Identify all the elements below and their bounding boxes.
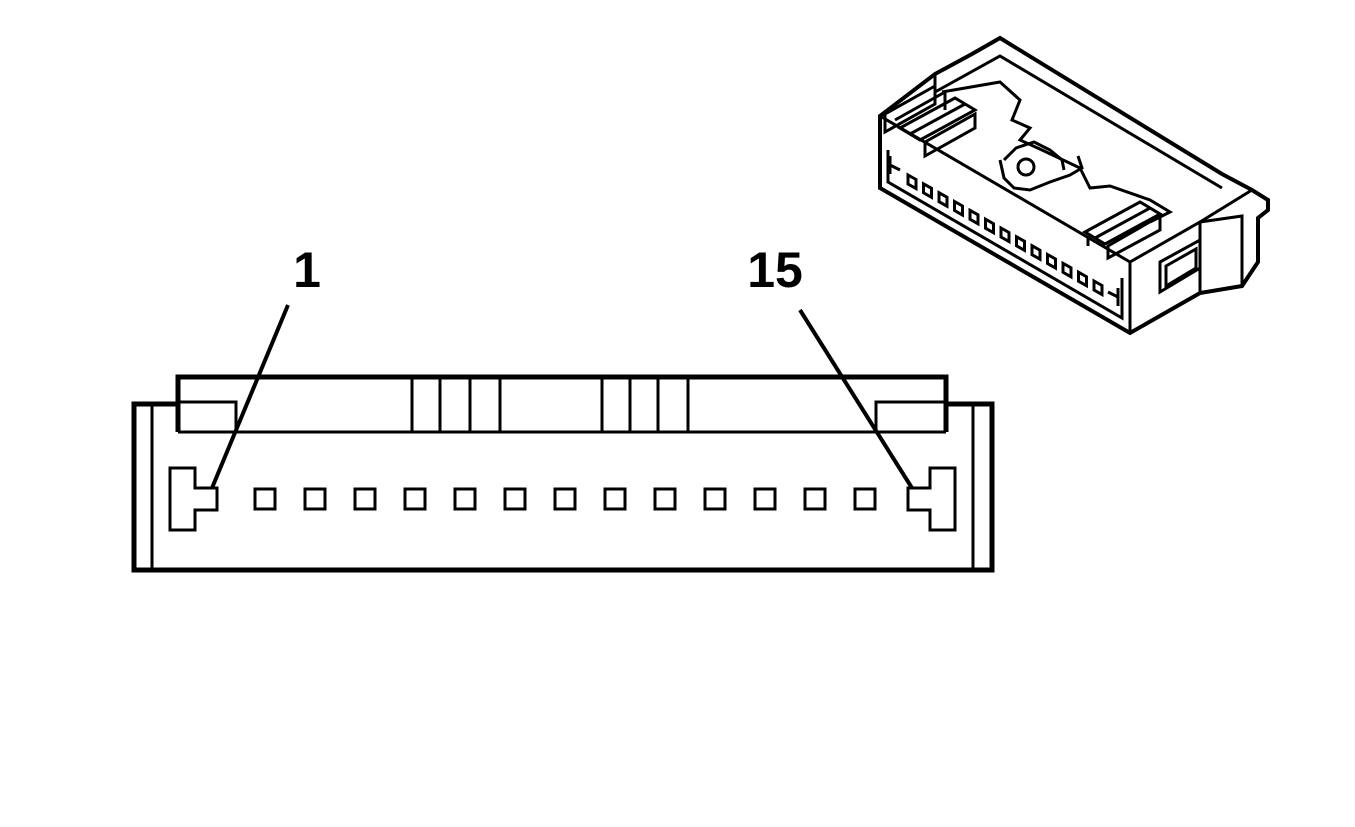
iso-pin-cavity-13 [1077,269,1088,289]
pin-cavity-12 [753,487,777,511]
pin-cavity-5 [403,487,427,511]
pin-cavity-15 [906,466,957,532]
iso-pin-cavity-8 [999,225,1011,245]
iso-front-inner-outline [886,150,1124,321]
pin-cavity-3 [303,487,327,511]
pin-cavity-4 [353,487,377,511]
iso-pin-cavity-7 [984,216,995,236]
housing-outline [131,401,995,573]
iso-left-rail-slots [896,96,979,159]
latch-ribs-right [600,377,690,432]
pin-label-15: 15 [747,242,803,298]
iso-pin-cavity-6 [968,207,980,227]
leader-line-pin-15 [798,308,914,490]
iso-key-left [888,156,901,174]
iso-lever [998,140,1084,192]
latch-bar-left-notch [178,400,238,432]
iso-pin-cavity-4 [937,190,949,209]
pin-cavity-9 [603,487,627,511]
iso-pin-cavity-5 [953,198,964,218]
pin-cavity-1 [168,466,219,532]
iso-pin-cavity-12 [1061,260,1073,280]
iso-top-deck [933,54,1223,190]
pin-cavity-6 [453,487,477,511]
iso-pin-cavity-9 [1015,234,1026,253]
iso-key-right [1107,288,1120,306]
pin-cavity-7 [503,487,527,511]
iso-side-window [1158,237,1202,295]
pin-cavity-11 [703,487,727,511]
leader-line-pin-1 [210,304,290,489]
latch-bar-outline [175,374,949,432]
iso-pin-cavity-10 [1030,243,1042,262]
pin-label-1: 1 [293,242,321,298]
iso-center-cutout [941,80,1174,224]
iso-right-rail [1081,200,1164,261]
iso-lever-hole [1016,157,1036,177]
pin-cavity-10 [653,487,677,511]
pin-cavity-13 [803,487,827,511]
connector-face-view: 1 15 [131,242,995,573]
iso-pin-cavity-2 [906,172,918,192]
iso-housing-outline [878,35,1270,336]
iso-pin-cavity-14 [1092,278,1104,298]
pin-cavity-14 [853,487,877,511]
latch-bar-right-notch [874,400,946,432]
pin-cavity-2 [253,487,277,511]
iso-pin-cavity-11 [1046,251,1057,271]
iso-pin-cavity-row [906,172,1104,298]
iso-pin-cavity-3 [922,181,933,200]
connector-isometric-view [878,35,1270,336]
pin-cavity-8 [553,487,577,511]
pin-cavity-row [168,466,957,532]
latch-ribs-left [410,377,502,432]
